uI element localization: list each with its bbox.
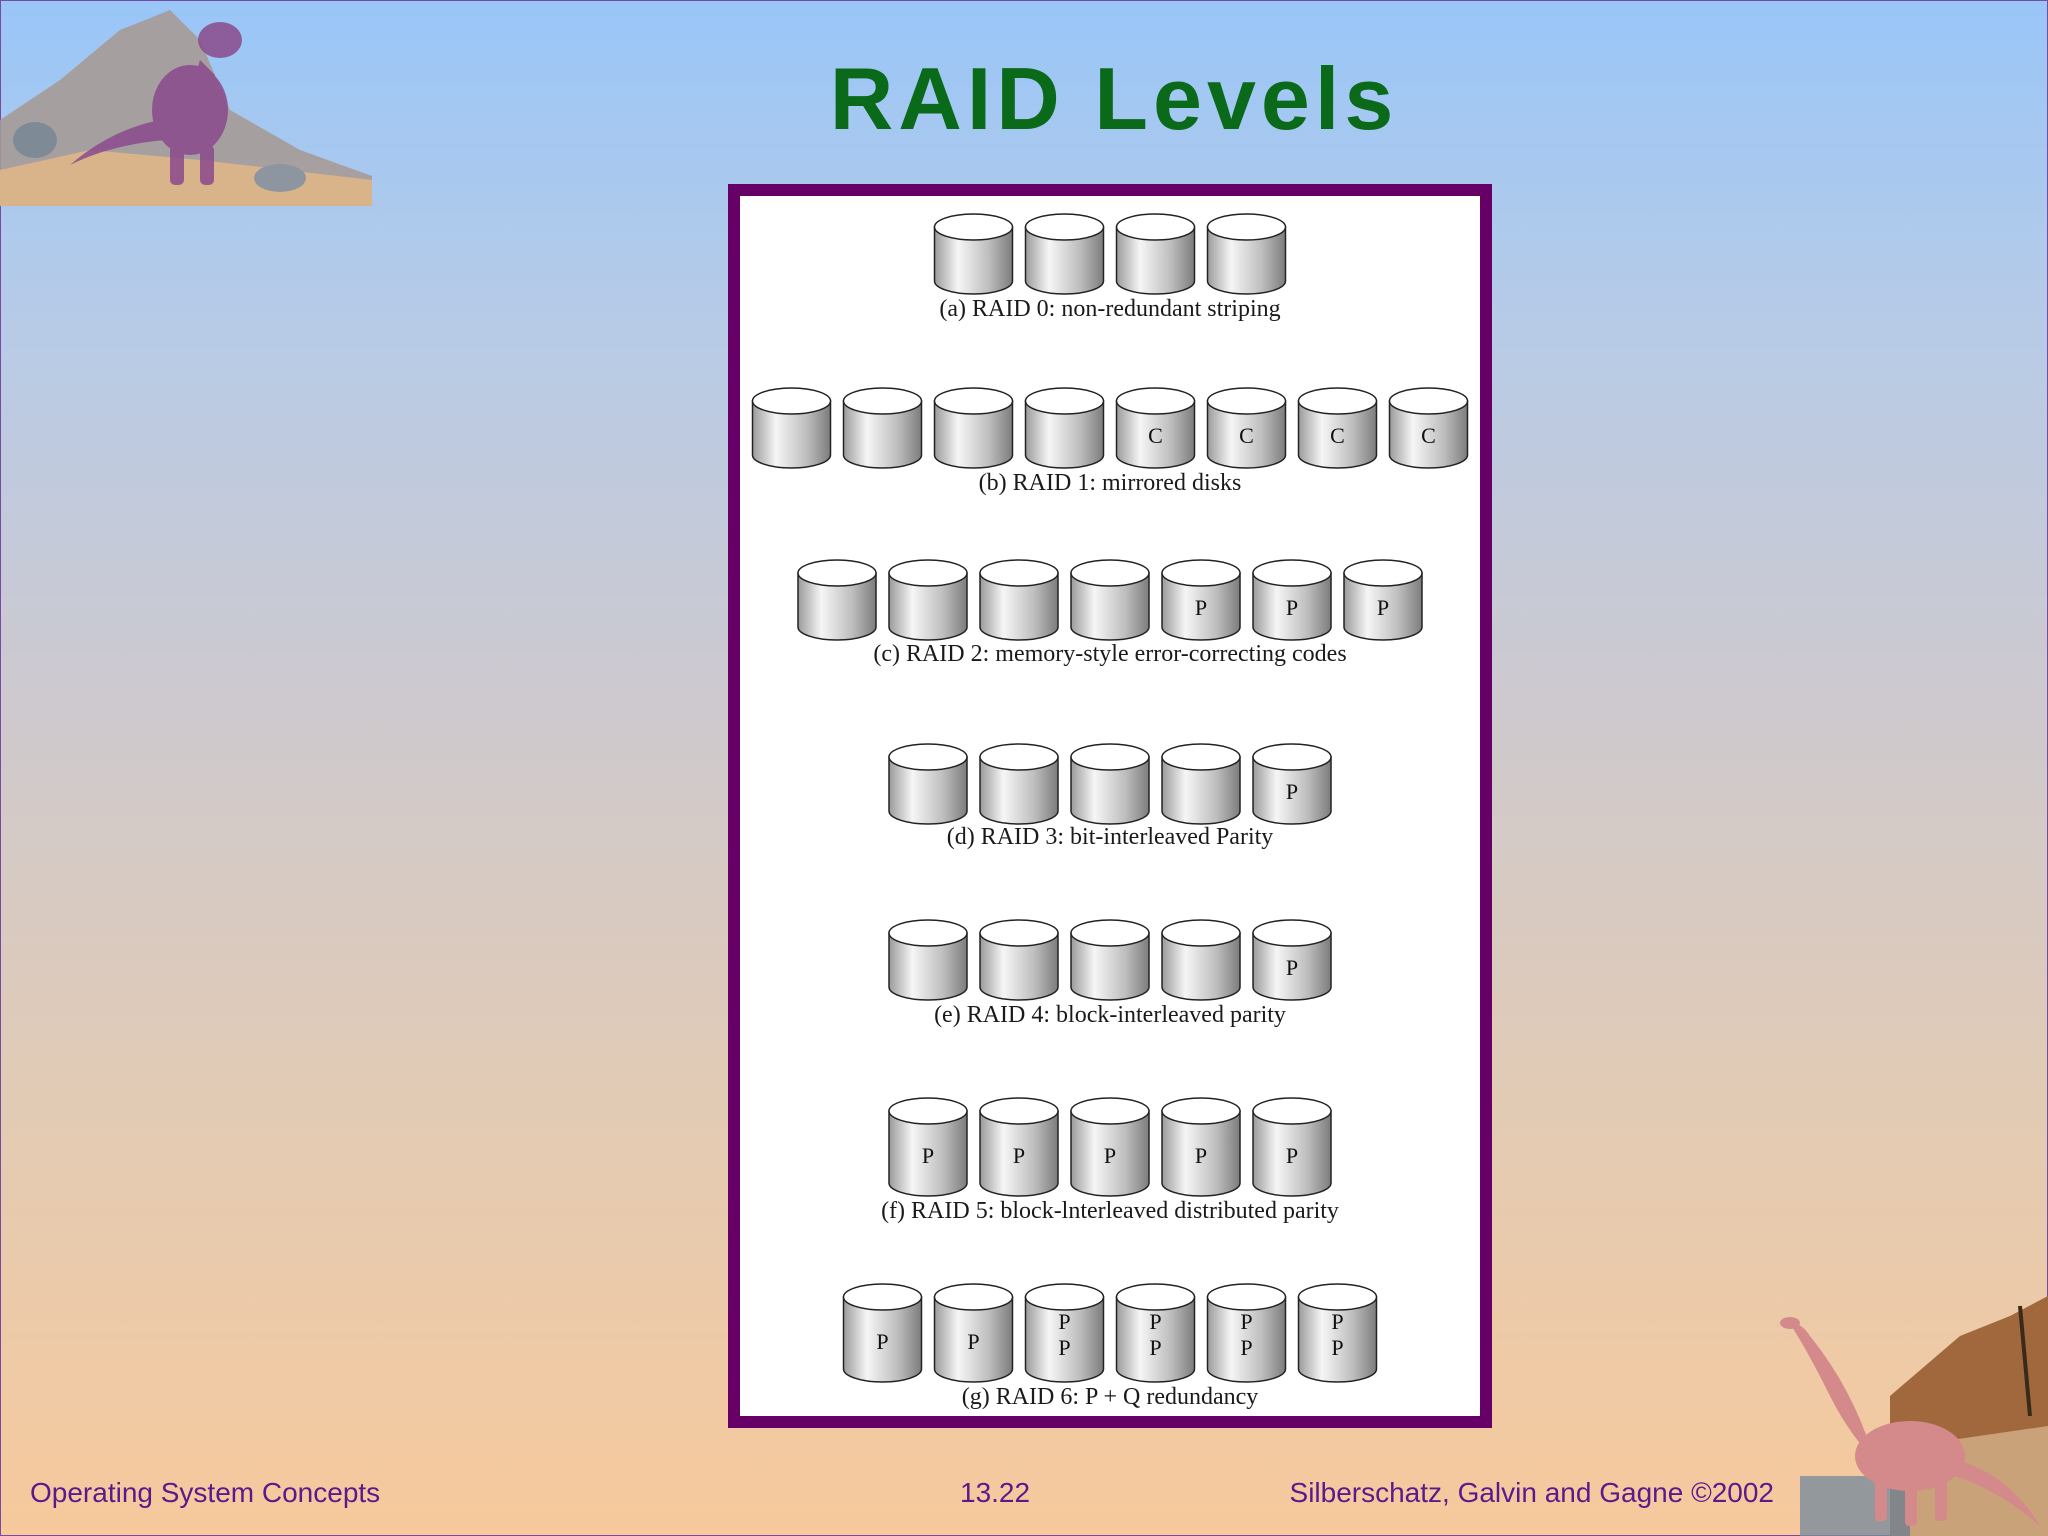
raid-caption: (g) RAID 6: P + Q redundancy	[961, 1384, 1259, 1410]
disk-icon	[1070, 919, 1150, 1001]
raid-caption: (c) RAID 2: memory-style error-correctin…	[873, 641, 1347, 667]
disk-icon	[1161, 919, 1241, 1001]
disk-label: P	[922, 1143, 934, 1168]
raid-row: P	[888, 919, 1332, 1001]
disk-icon: C	[1297, 387, 1378, 469]
footer-page-number: 13.22	[960, 1477, 1031, 1508]
disk-label: P	[876, 1329, 888, 1354]
disk-icon: P	[888, 1097, 968, 1197]
disk-label: P	[1149, 1309, 1161, 1334]
disk-icon	[979, 559, 1059, 641]
disk-label: P	[1104, 1143, 1116, 1168]
disk-label: C	[1148, 423, 1163, 448]
disk-icon: PP	[1206, 1283, 1287, 1383]
disk-icon	[1161, 743, 1241, 825]
disk-icon	[797, 559, 877, 641]
disk-label: P	[1331, 1309, 1343, 1334]
disk-label: C	[1330, 423, 1345, 448]
disk-icon: P	[979, 1097, 1059, 1197]
disk-icon	[888, 743, 968, 825]
disk-label: P	[1286, 1143, 1298, 1168]
disk-icon	[1070, 559, 1150, 641]
disk-icon	[1024, 213, 1105, 295]
disk-icon: P	[1161, 559, 1241, 641]
disk-icon	[1206, 213, 1287, 295]
disk-label: P	[1240, 1309, 1252, 1334]
disk-icon: P	[1252, 559, 1332, 641]
disk-icon: P	[1252, 743, 1332, 825]
disk-icon: P	[1343, 559, 1423, 641]
disk-label: P	[1149, 1335, 1161, 1360]
disk-icon: C	[1115, 387, 1196, 469]
disk-label: P	[1058, 1335, 1070, 1360]
disk-label: P	[1195, 595, 1207, 620]
disk-label: P	[1058, 1309, 1070, 1334]
dinosaur-trex-icon	[0, 10, 372, 206]
disk-icon	[979, 743, 1059, 825]
footer-copyright: Silberschatz, Galvin and Gagne ©2002	[1289, 1477, 1774, 1508]
disk-icon: PP	[1115, 1283, 1196, 1383]
disk-label: P	[1240, 1335, 1252, 1360]
disk-icon: P	[1161, 1097, 1241, 1197]
raid-caption: (e) RAID 4: block-interleaved parity	[934, 1002, 1286, 1028]
disk-label: P	[1286, 955, 1298, 980]
disk-icon	[1024, 387, 1105, 469]
disk-icon: P	[1070, 1097, 1150, 1197]
disk-label: P	[1377, 595, 1389, 620]
disk-icon	[842, 387, 923, 469]
raid-caption: (a) RAID 0: non-redundant striping	[939, 296, 1281, 322]
disk-label: C	[1421, 423, 1436, 448]
disk-label: C	[1239, 423, 1254, 448]
disk-label: P	[1286, 779, 1298, 804]
dinosaur-brontosaurus-icon	[1780, 1296, 2048, 1536]
raid-row	[933, 213, 1287, 295]
disk-icon	[1070, 743, 1150, 825]
disk-label: P	[967, 1329, 979, 1354]
disk-icon	[888, 559, 968, 641]
disk-icon: PP	[1297, 1283, 1378, 1383]
disk-label: P	[1286, 595, 1298, 620]
footer-course-title: Operating System Concepts	[30, 1477, 381, 1508]
disk-icon	[1115, 213, 1196, 295]
disk-icon	[888, 919, 968, 1001]
raid-caption: (d) RAID 3: bit-interleaved Parity	[946, 824, 1274, 850]
disk-icon	[751, 387, 832, 469]
raid-caption: (b) RAID 1: mirrored disks	[978, 470, 1242, 496]
disk-icon: P	[933, 1283, 1014, 1383]
disk-label: P	[1195, 1143, 1207, 1168]
disk-icon	[979, 919, 1059, 1001]
disk-icon: P	[842, 1283, 923, 1383]
raid-row: P	[888, 743, 1332, 825]
disk-icon	[933, 213, 1014, 295]
disk-icon: C	[1206, 387, 1287, 469]
disk-icon: C	[1388, 387, 1469, 469]
disk-icon: P	[1252, 1097, 1332, 1197]
disk-icon: PP	[1024, 1283, 1105, 1383]
slide-title: RAID Levels	[829, 49, 1399, 148]
disk-icon	[933, 387, 1014, 469]
raid-caption: (f) RAID 5: block-lnterleaved distribute…	[881, 1198, 1339, 1224]
disk-label: P	[1013, 1143, 1025, 1168]
disk-label: P	[1331, 1335, 1343, 1360]
disk-icon: P	[1252, 919, 1332, 1001]
